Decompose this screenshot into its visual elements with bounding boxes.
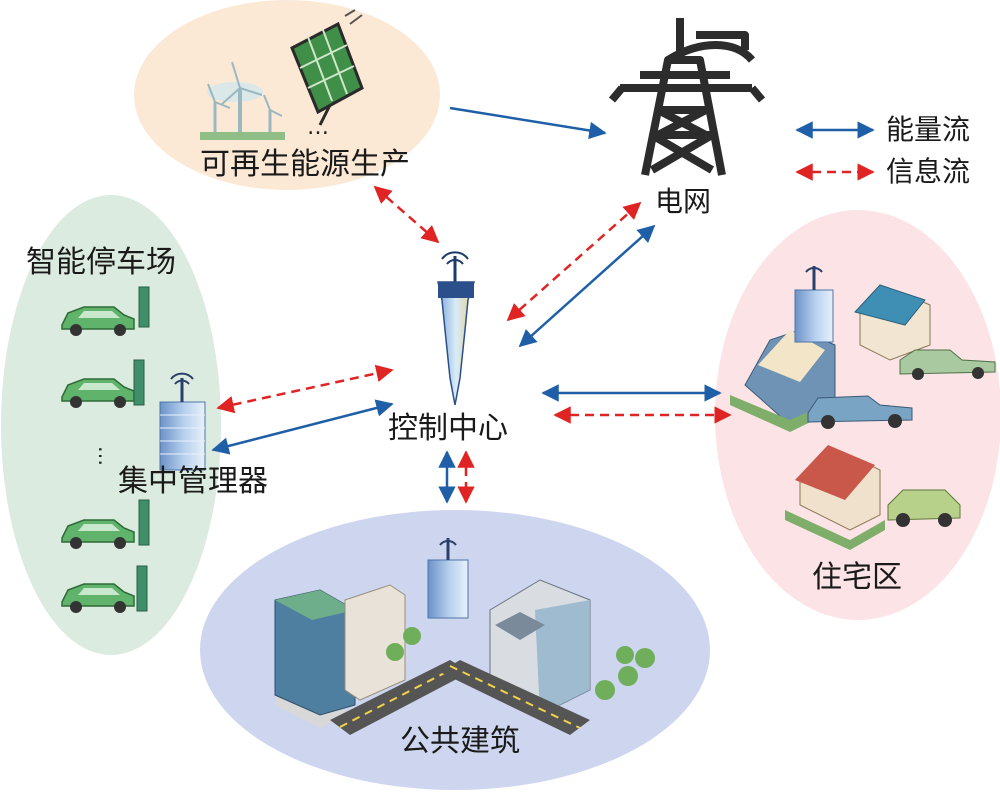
info-arrow-renewable-control [373,185,440,244]
energy-arrow-grid-control [518,224,656,348]
grid-label: 电网 [655,185,712,218]
wind-turbine-icon [200,61,285,140]
road-icon [330,660,590,735]
residential-car-icon [807,349,996,527]
residential-building-icon [794,266,834,343]
legend-energy-label: 能量流 [886,113,971,146]
public-label: 公共建筑 [400,724,520,759]
info-arrow-grid-control [506,201,642,322]
parking-ellipsis: … [94,446,118,466]
info-flows [216,185,732,504]
control-tower-icon [437,251,476,406]
power-pylon-icon [608,18,766,176]
energy-arrow-control-manager [211,399,394,455]
manager-building-icon [159,372,206,471]
residential-house-icon [730,284,931,550]
charging-station-icon [133,286,150,612]
parking-label: 智能停车场 [26,245,176,280]
tree-icon [386,627,655,700]
ev-car-icon [61,306,135,613]
manager-label: 集中管理器 [118,464,268,499]
control-center-label: 控制中心 [388,411,508,446]
parking-region [1,195,221,655]
info-arrow-control-manager [216,364,394,414]
solar-panel-icon [290,9,364,126]
public-building-icon [274,538,591,728]
energy-arrow-renewable-grid [449,106,607,140]
renewable-label: 可再生能源生产 [200,147,410,182]
renewable-ellipsis: … [307,115,329,140]
residential-label: 住宅区 [812,560,902,595]
renewable-region [134,0,440,190]
legend-info-label: 信息流 [886,155,971,188]
